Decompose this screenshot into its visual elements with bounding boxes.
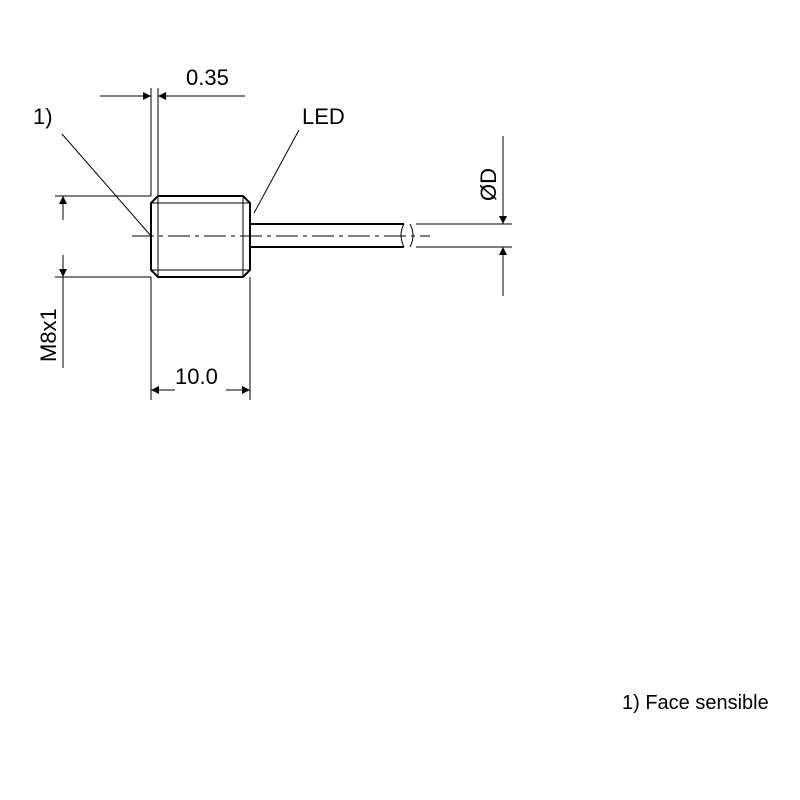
gap-label: 0.35 xyxy=(186,65,229,90)
thread-dimension: M8x1 xyxy=(36,195,151,368)
thread-label: M8x1 xyxy=(36,308,61,362)
length-label: 10.0 xyxy=(175,364,218,389)
cable xyxy=(250,223,414,248)
diameter-label: ØD xyxy=(476,168,501,201)
face-marker-callout: 1) xyxy=(33,104,152,237)
led-label: LED xyxy=(302,104,345,129)
gap-dimension: 0.35 xyxy=(100,65,245,196)
sensor-body xyxy=(150,195,251,278)
diameter-dimension: ØD xyxy=(416,136,512,296)
led-callout: LED xyxy=(253,104,345,214)
length-dimension: 10.0 xyxy=(150,277,251,400)
footnote: 1) Face sensible xyxy=(622,692,769,714)
face-marker-label: 1) xyxy=(33,104,53,129)
